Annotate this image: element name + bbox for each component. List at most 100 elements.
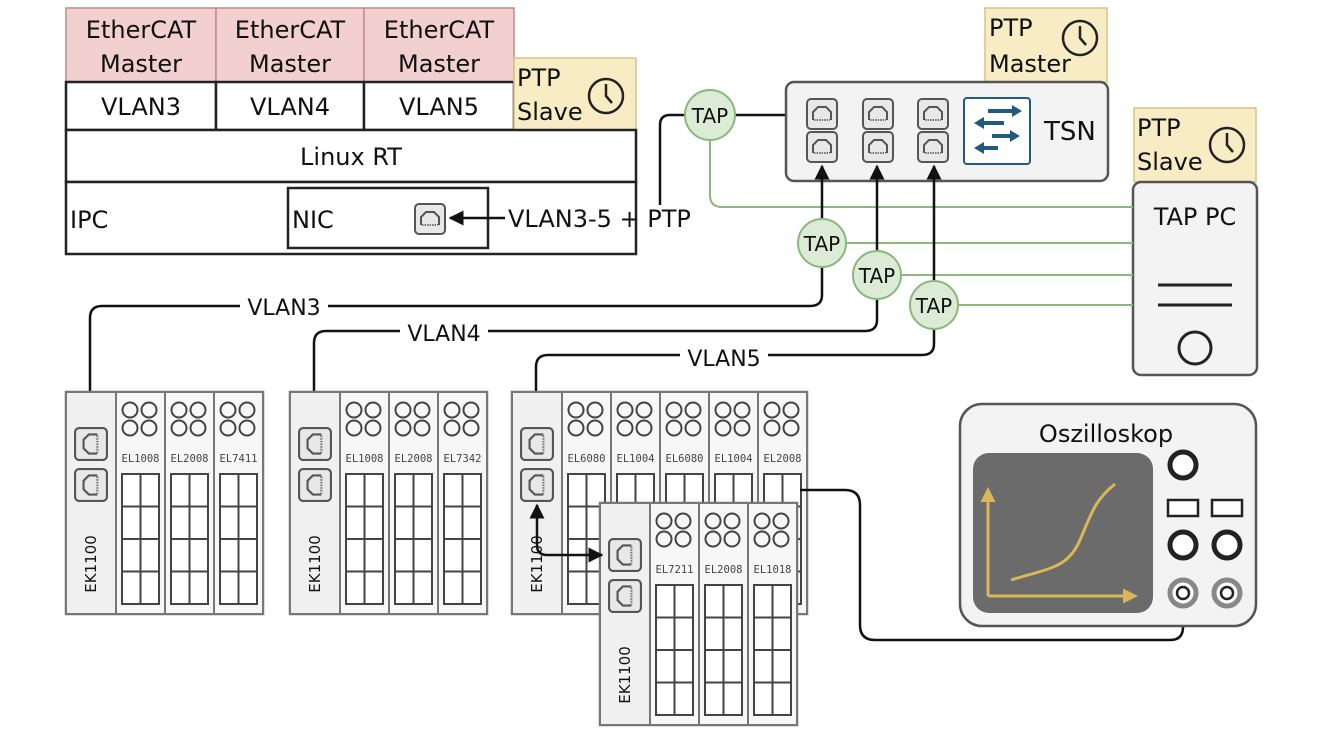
ek1100-coupler[interactable]: EK1100 bbox=[65, 391, 117, 615]
io-terminal[interactable]: EL7211 bbox=[649, 502, 700, 726]
led-indicator-icon bbox=[567, 401, 585, 419]
ipc-ptp-slave[interactable]: PTP Slave bbox=[513, 57, 637, 131]
tap-nodes: TAP TAP TAP TAP bbox=[684, 89, 959, 330]
scope-button[interactable] bbox=[1166, 498, 1200, 518]
led-indicator-icon bbox=[684, 401, 702, 419]
coupler-label: EK1100 bbox=[616, 646, 634, 704]
led-indicator-icon bbox=[733, 419, 751, 437]
tsn-switch[interactable]: TSN bbox=[784, 80, 1110, 183]
nic-link-label: VLAN3-5 + PTP bbox=[508, 205, 691, 233]
led-indicator-icon bbox=[462, 419, 480, 437]
ptp-master-badge[interactable]: PTP Master bbox=[984, 7, 1108, 83]
master-2-line2: Master bbox=[249, 50, 331, 78]
ethercat-station[interactable]: EK1100 EL7211 EL2008 EL1018 bbox=[598, 501, 799, 727]
io-terminal[interactable]: EL2008 bbox=[388, 391, 439, 615]
scope-button[interactable] bbox=[1210, 498, 1244, 518]
tsn-ptp-line1: PTP bbox=[989, 14, 1033, 42]
led-indicator-icon bbox=[772, 512, 790, 530]
led-indicator-icon bbox=[219, 419, 237, 437]
led-indicator-icon bbox=[714, 419, 732, 437]
ek1100-coupler[interactable]: EK1100 bbox=[599, 502, 651, 726]
io-terminal[interactable]: EL7342 bbox=[437, 391, 488, 615]
switch-port-icon bbox=[862, 131, 894, 163]
led-indicator-icon bbox=[665, 419, 683, 437]
ethernet-port-out-icon bbox=[520, 468, 554, 502]
io-terminal[interactable]: EL7411 bbox=[213, 391, 264, 615]
vlan5-label: VLAN5 bbox=[399, 93, 479, 121]
led-indicator-icon bbox=[219, 401, 237, 419]
oscilloscope-label: Oszilloskop bbox=[1039, 420, 1173, 448]
ethernet-port-in-icon bbox=[298, 427, 332, 461]
vlan3-cell[interactable] bbox=[64, 80, 218, 132]
led-indicator-icon bbox=[443, 401, 461, 419]
terminal-label: EL1004 bbox=[715, 453, 753, 465]
tap-mirror-lines bbox=[709, 140, 1133, 306]
led-indicator-icon bbox=[394, 419, 412, 437]
io-terminal[interactable]: EL1008 bbox=[339, 391, 390, 615]
ethercat-station[interactable]: EK1100 EL1008 EL2008 EL7342 bbox=[288, 390, 489, 616]
coupler-label: EK1100 bbox=[306, 535, 324, 593]
led-indicator-icon bbox=[763, 401, 781, 419]
led-indicator-icon bbox=[723, 530, 741, 548]
linux-rt-layer[interactable] bbox=[64, 128, 638, 184]
ethercat-master-3[interactable]: EtherCAT Master bbox=[363, 7, 515, 83]
tap-node[interactable]: TAP bbox=[909, 280, 959, 330]
switch-arrows-icon bbox=[963, 97, 1031, 165]
led-indicator-icon bbox=[782, 419, 800, 437]
tap-node[interactable]: TAP bbox=[684, 89, 736, 141]
led-indicator-icon bbox=[121, 419, 139, 437]
led-indicator-icon bbox=[704, 530, 722, 548]
switch-port-icon bbox=[806, 131, 838, 163]
vlan4-cell[interactable] bbox=[214, 80, 366, 132]
ethernet-port-in-icon bbox=[608, 538, 642, 572]
ek1100-coupler[interactable]: EK1100 bbox=[289, 391, 341, 615]
ethercat-station[interactable]: EK1100 EL1008 EL2008 EL7411 bbox=[64, 390, 265, 616]
io-terminal[interactable]: EL1018 bbox=[747, 502, 798, 726]
led-indicator-icon bbox=[189, 401, 207, 419]
scope-probe-cable bbox=[800, 488, 1185, 642]
terminal-label: EL1018 bbox=[754, 564, 792, 576]
terminal-label: EL6080 bbox=[666, 453, 704, 465]
vlan3-label: VLAN3 bbox=[101, 93, 181, 121]
tap-pc-ptp-slave[interactable]: PTP Slave bbox=[1133, 107, 1257, 183]
coupler-label: EK1100 bbox=[82, 535, 100, 593]
led-indicator-icon bbox=[684, 419, 702, 437]
terminal-label: EL1008 bbox=[346, 453, 384, 465]
tsn-uplinks bbox=[814, 164, 942, 280]
nic-label: NIC bbox=[292, 206, 334, 234]
ethernet-port-in-icon bbox=[74, 427, 108, 461]
io-terminal[interactable]: EL2008 bbox=[698, 502, 749, 726]
scope-knob[interactable] bbox=[1211, 529, 1243, 561]
led-indicator-icon bbox=[413, 419, 431, 437]
ethernet-port-in-icon bbox=[520, 427, 554, 461]
terminal-label: EL7342 bbox=[444, 453, 482, 465]
led-indicator-icon bbox=[723, 512, 741, 530]
ethernet-port-out-icon bbox=[608, 579, 642, 613]
ipc-label: IPC bbox=[70, 206, 108, 234]
tap-label: TAP bbox=[691, 104, 728, 128]
tap-label: TAP bbox=[915, 294, 952, 318]
scope-knob[interactable] bbox=[1167, 529, 1199, 561]
scope-knob[interactable] bbox=[1167, 449, 1199, 481]
oscilloscope[interactable]: Oszilloskop bbox=[958, 402, 1258, 628]
ethercat-master-2[interactable]: EtherCAT Master bbox=[215, 7, 365, 83]
ethercat-master-1[interactable]: EtherCAT Master bbox=[65, 7, 217, 83]
tap-pc-ptp-line2: Slave bbox=[1137, 148, 1203, 176]
ipc-ptp-line1: PTP bbox=[517, 64, 561, 92]
led-indicator-icon bbox=[782, 401, 800, 419]
led-indicator-icon bbox=[772, 530, 790, 548]
ipc-ptp-line2: Slave bbox=[517, 98, 583, 126]
tsn-label: TSN bbox=[1043, 117, 1096, 147]
led-indicator-icon bbox=[616, 401, 634, 419]
io-terminal[interactable]: EL2008 bbox=[164, 391, 215, 615]
led-indicator-icon bbox=[635, 419, 653, 437]
switch-port-icon bbox=[806, 98, 838, 130]
terminal-label: EL2008 bbox=[171, 453, 209, 465]
terminal-label: EL7211 bbox=[656, 564, 694, 576]
vlan5-cell[interactable] bbox=[362, 80, 516, 132]
tap-pc[interactable]: TAP PC bbox=[1131, 180, 1259, 377]
tap-node[interactable]: TAP bbox=[797, 218, 847, 268]
io-terminal[interactable]: EL1008 bbox=[115, 391, 166, 615]
ek1100-coupler[interactable]: EK1100 bbox=[511, 391, 563, 615]
tap-node[interactable]: TAP bbox=[852, 250, 902, 300]
